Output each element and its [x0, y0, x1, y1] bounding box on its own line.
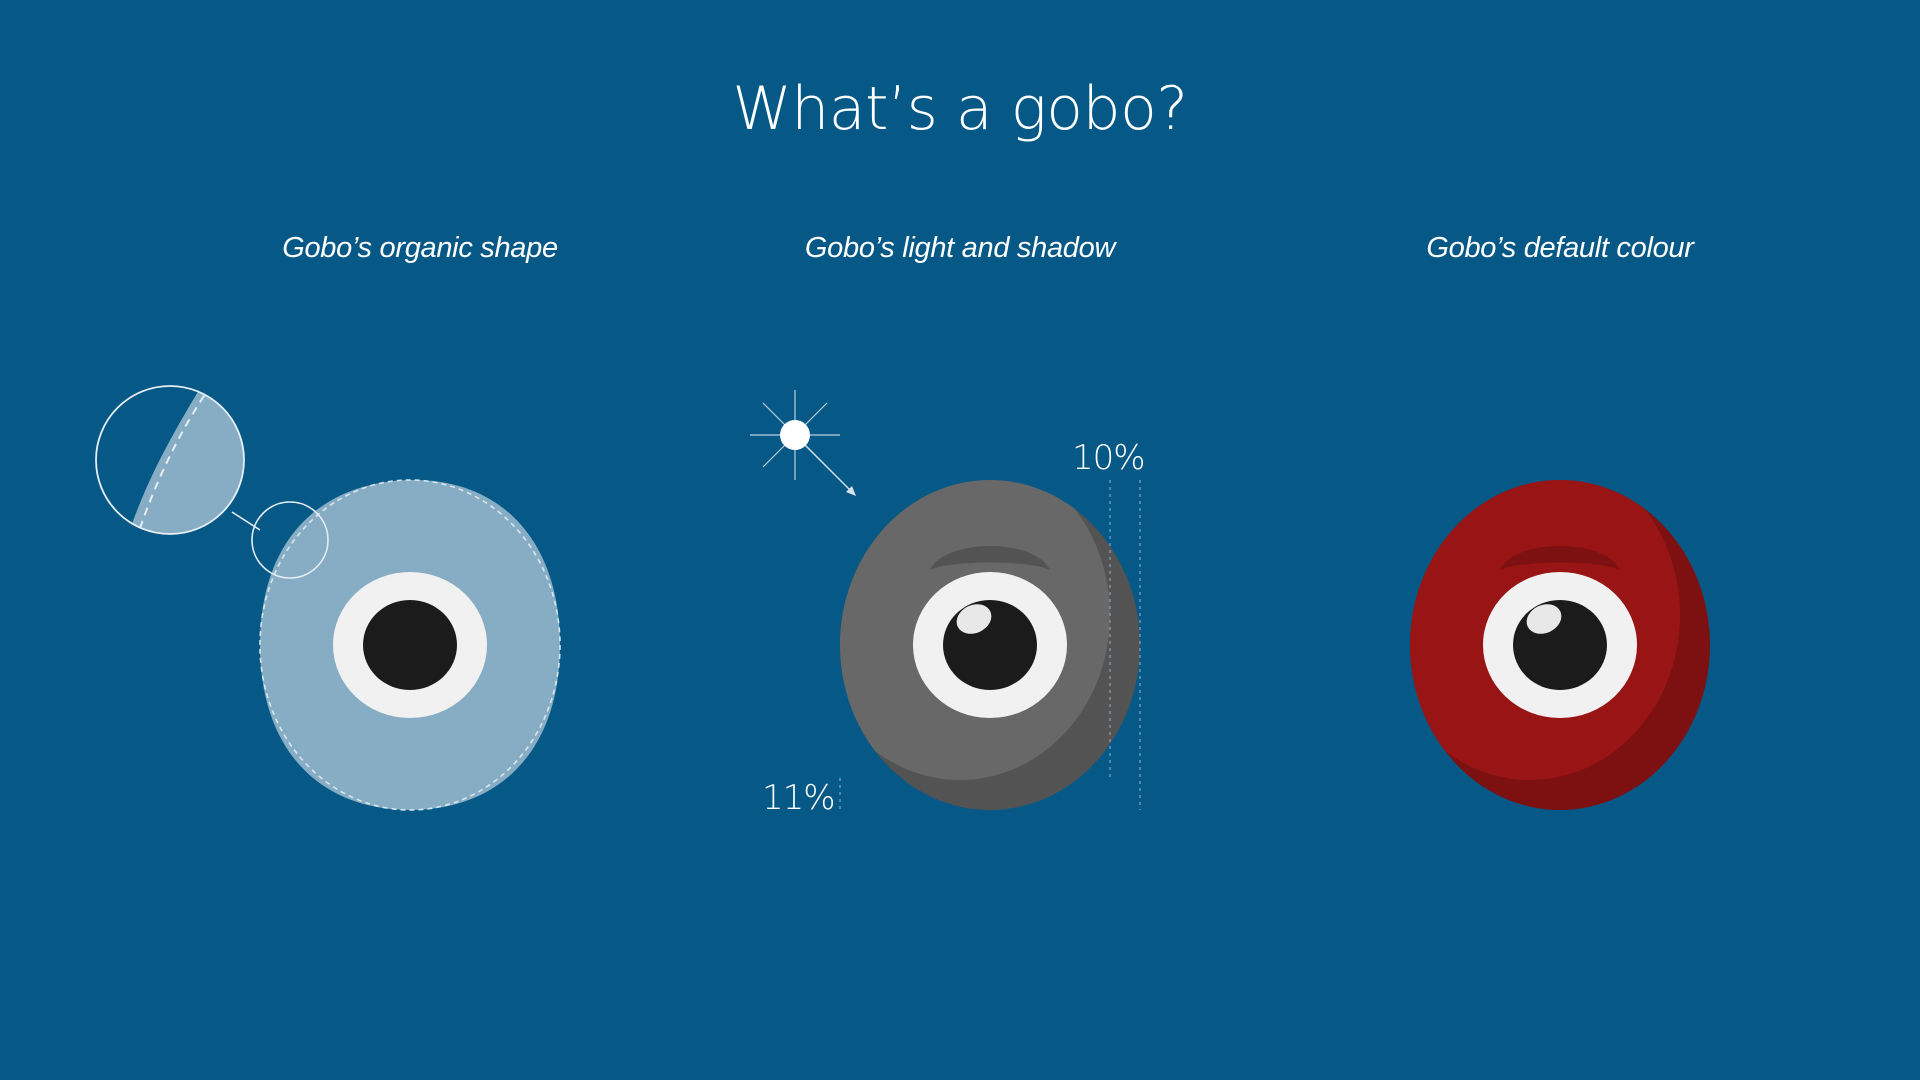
eyebrow [1500, 546, 1620, 570]
eye-pupil [363, 600, 457, 690]
shadow-measure-guides [839, 480, 1141, 810]
gobo-light-shadow [840, 480, 1140, 810]
caption-organic-shape: Gobo’s organic shape [282, 232, 558, 264]
caption-light-shadow: Gobo’s light and shadow [804, 232, 1116, 264]
shadow-bottom-percentage: 11% [762, 778, 836, 818]
gobo-default-colour [1410, 480, 1710, 810]
eye-highlight [1526, 604, 1562, 634]
zoom-connector-line [231, 511, 261, 531]
light-source-icon [750, 390, 840, 480]
eye-highlight [956, 604, 992, 634]
shadow-right-percentage: 10% [1072, 438, 1146, 478]
light-direction-arrow [804, 444, 856, 496]
slide-title: What’s a gobo? [732, 74, 1188, 144]
caption-default-colour: Gobo’s default colour [1426, 232, 1694, 264]
gobo-organic-shape [231, 479, 561, 811]
eyebrow [930, 546, 1050, 570]
zoom-target-circle [251, 501, 329, 579]
gobo-outline-dashed [259, 479, 561, 811]
magnifier-callout-icon [95, 385, 245, 535]
